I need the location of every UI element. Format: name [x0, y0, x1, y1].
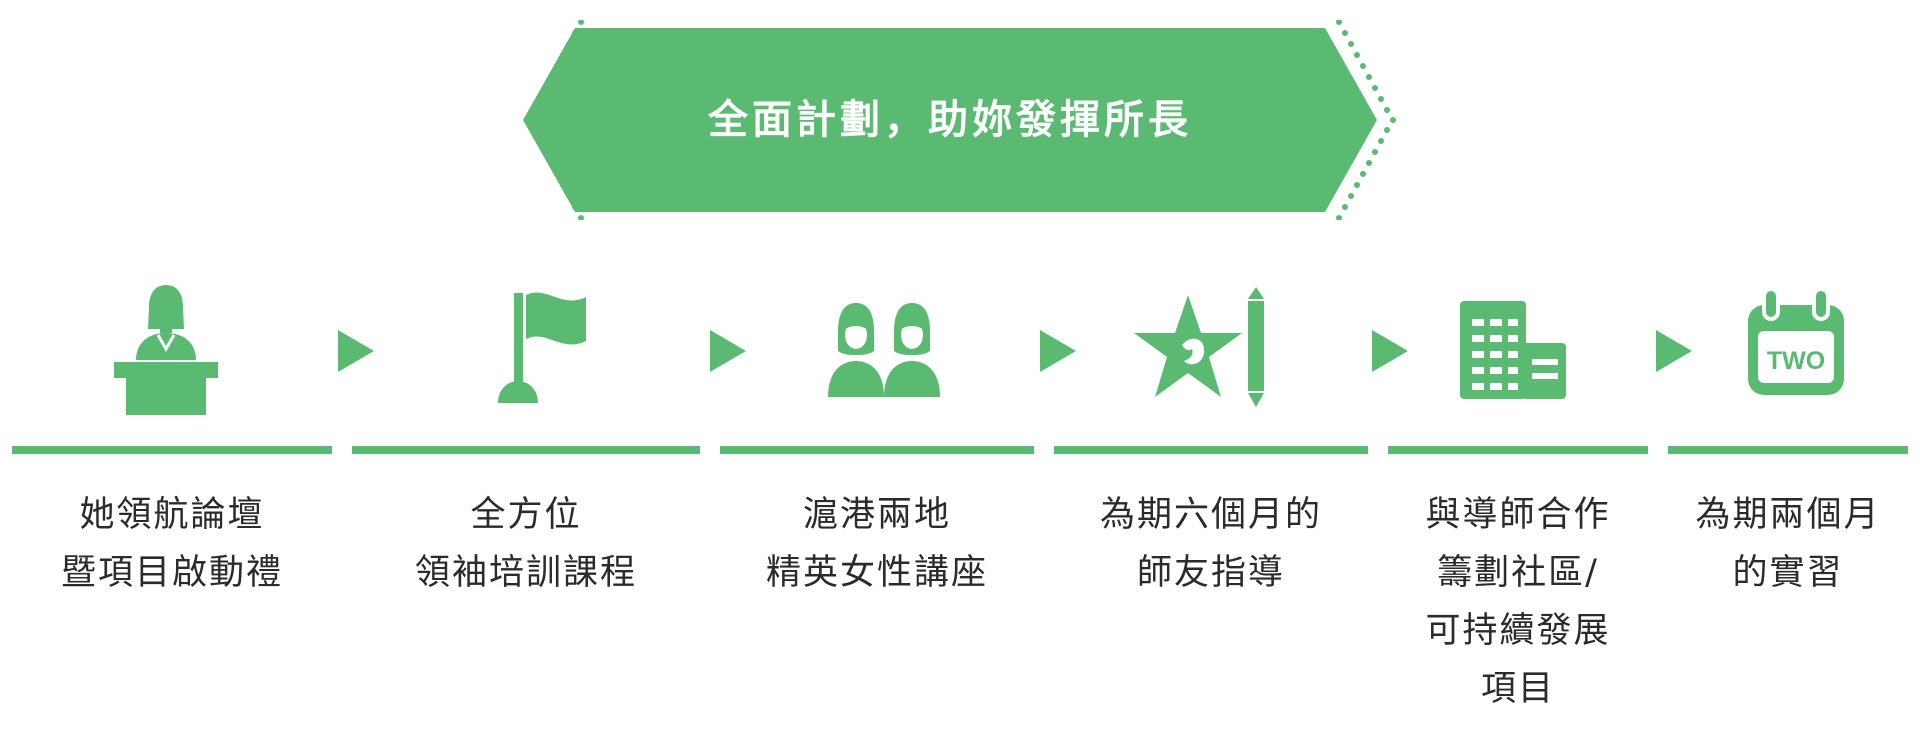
arrow-right-icon [338, 330, 374, 376]
step-label-forum: 她領航論壇 暨項目啟動禮 [60, 495, 283, 593]
step-label-lectures: 滬港兩地 精英女性講座 [765, 495, 988, 593]
podium-speaker-icon [114, 285, 218, 419]
calendar-two-icon: TWO [1746, 285, 1846, 419]
step-divider [1668, 446, 1908, 454]
banner-hexagon-shape [523, 20, 1396, 220]
arrow-right-icon [1040, 330, 1076, 376]
step-label-mentorship: 為期六個月的 師友指導 [1099, 495, 1322, 593]
banner-title: 全面計劃，助妳發揮所長 [708, 97, 1192, 143]
calendar-text: TWO [1767, 347, 1825, 375]
step-label-community-project: 與導師合作 籌劃社區/ 可持續發展 項目 [1425, 495, 1611, 709]
banner: 全面計劃，助妳發揮所長 [515, 20, 1405, 220]
step-label-internship: 為期兩個月 的實習 [1695, 495, 1881, 593]
arrow-right-icon [1656, 330, 1692, 376]
building-icon [1460, 285, 1566, 419]
two-women-icon [828, 285, 940, 419]
step-divider [12, 446, 332, 454]
step-divider [1054, 446, 1368, 454]
step-divider [720, 446, 1034, 454]
flag-icon [498, 285, 602, 419]
arrow-right-icon [1372, 330, 1408, 376]
step-divider [352, 446, 700, 454]
step-divider [1388, 446, 1648, 454]
star-pencil-icon [1134, 285, 1266, 419]
arrow-right-icon [710, 330, 746, 376]
step-label-training: 全方位 領袖培訓課程 [414, 495, 637, 593]
